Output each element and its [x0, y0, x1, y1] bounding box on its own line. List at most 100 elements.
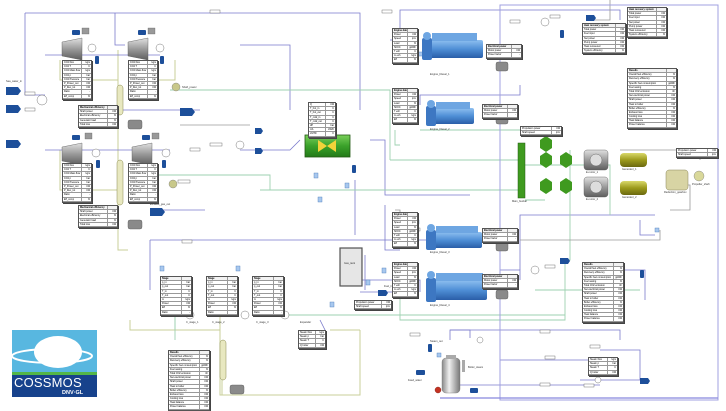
table-unit: C — [414, 283, 416, 287]
table-key: dP — [309, 123, 326, 128]
table-unit: g/kWh — [409, 45, 416, 49]
table-row: Electrical power — [483, 105, 517, 110]
table-unit: C — [280, 289, 282, 293]
label-eng1: Engine_Diesel_1 — [430, 73, 450, 76]
compressor-4 — [131, 132, 171, 168]
table-key: Net power — [583, 36, 616, 40]
table-key: Electrical efficiency — [79, 114, 108, 118]
logo-text: COSSMOS — [14, 375, 82, 390]
table-unit: - — [155, 193, 156, 197]
table-key: Boiler efficiency — [583, 300, 614, 304]
table-unit: rpm — [711, 153, 716, 157]
table-row: Eff% — [161, 306, 191, 311]
table-key: Load — [393, 275, 408, 279]
table-unit: - — [519, 53, 520, 57]
table-unit — [228, 277, 237, 280]
label-eng4: Engine_Diesel_4 — [430, 304, 450, 307]
table-key: Pump power — [583, 40, 616, 44]
table-key: m exh — [393, 114, 408, 118]
table-unit: kg/s — [85, 61, 90, 64]
table-unit: t/h — [672, 89, 675, 93]
table-unit: C — [332, 111, 334, 115]
table-unit: kW — [618, 313, 622, 317]
table-key: UA — [309, 128, 326, 132]
table-unit: % — [621, 49, 624, 53]
table-unit: kW — [204, 376, 208, 380]
table-key: Results — [583, 263, 614, 267]
table-unit: bar — [152, 77, 156, 81]
table-unit: rpm — [411, 37, 416, 41]
table-row: Load% — [393, 41, 417, 46]
table-key: Power — [253, 302, 274, 306]
table-key: Net power — [628, 20, 657, 24]
table-key: Speed — [393, 221, 408, 225]
table-unit: % — [205, 355, 208, 359]
table-unit: kW — [612, 370, 616, 374]
table-key: Heat recovery system — [583, 24, 616, 28]
table-unit: % — [413, 275, 416, 279]
table-unit: - — [235, 310, 236, 314]
table-unit: C — [414, 233, 416, 237]
table-unit: kW — [112, 210, 116, 214]
table-key: Total CO2 emission — [628, 89, 667, 94]
table-unit: g/kWh — [615, 275, 622, 279]
label-stage3: C_stage_3 — [256, 321, 269, 324]
label-eng3: Engine_Diesel_3 — [430, 251, 450, 254]
table-key: P_Power_out — [63, 184, 82, 189]
label-motor1: E-motor_1 — [586, 171, 599, 174]
table-row: Boiler efficiency% — [583, 300, 623, 305]
table-unit: % — [413, 101, 416, 105]
table-key: Fuel saving — [169, 367, 200, 371]
table-row: Eff_comp% — [129, 197, 157, 202]
table-key: Speed — [393, 97, 408, 101]
table-key: Steam T — [299, 339, 316, 343]
table-key: Power balance — [169, 405, 200, 409]
table-key: Heat balance — [583, 313, 614, 317]
table-unit: bar — [86, 176, 90, 180]
table-key: Eff — [393, 118, 408, 122]
table-key: CO2 Pressure — [63, 180, 82, 184]
table-row: Eff_comp% — [63, 197, 91, 202]
table-key: Heat balance — [628, 119, 667, 123]
table-key: Shaft power — [583, 292, 614, 296]
table-unit: % — [413, 292, 416, 296]
table-row: Fuel saving% — [169, 367, 209, 372]
table-unit: % — [153, 197, 156, 201]
table-key: Boiler efficiency — [628, 106, 667, 110]
table-unit: kW/K — [328, 128, 334, 132]
table-key: CO2 Mass flow — [130, 172, 148, 176]
table-unit: kW — [671, 102, 675, 106]
table-unit — [108, 206, 117, 209]
table-row: Electrical efficiency% — [79, 214, 117, 219]
table-unit: kW — [618, 288, 622, 292]
table-key: p_in — [253, 281, 274, 285]
label-exhaust: Exhaust_gas_out — [150, 203, 171, 206]
table-row: Overall fuel efficiency% — [583, 267, 623, 272]
table-unit: rpm — [385, 305, 390, 309]
table-key: Overall fuel efficiency — [628, 73, 667, 77]
table-unit — [408, 263, 417, 266]
